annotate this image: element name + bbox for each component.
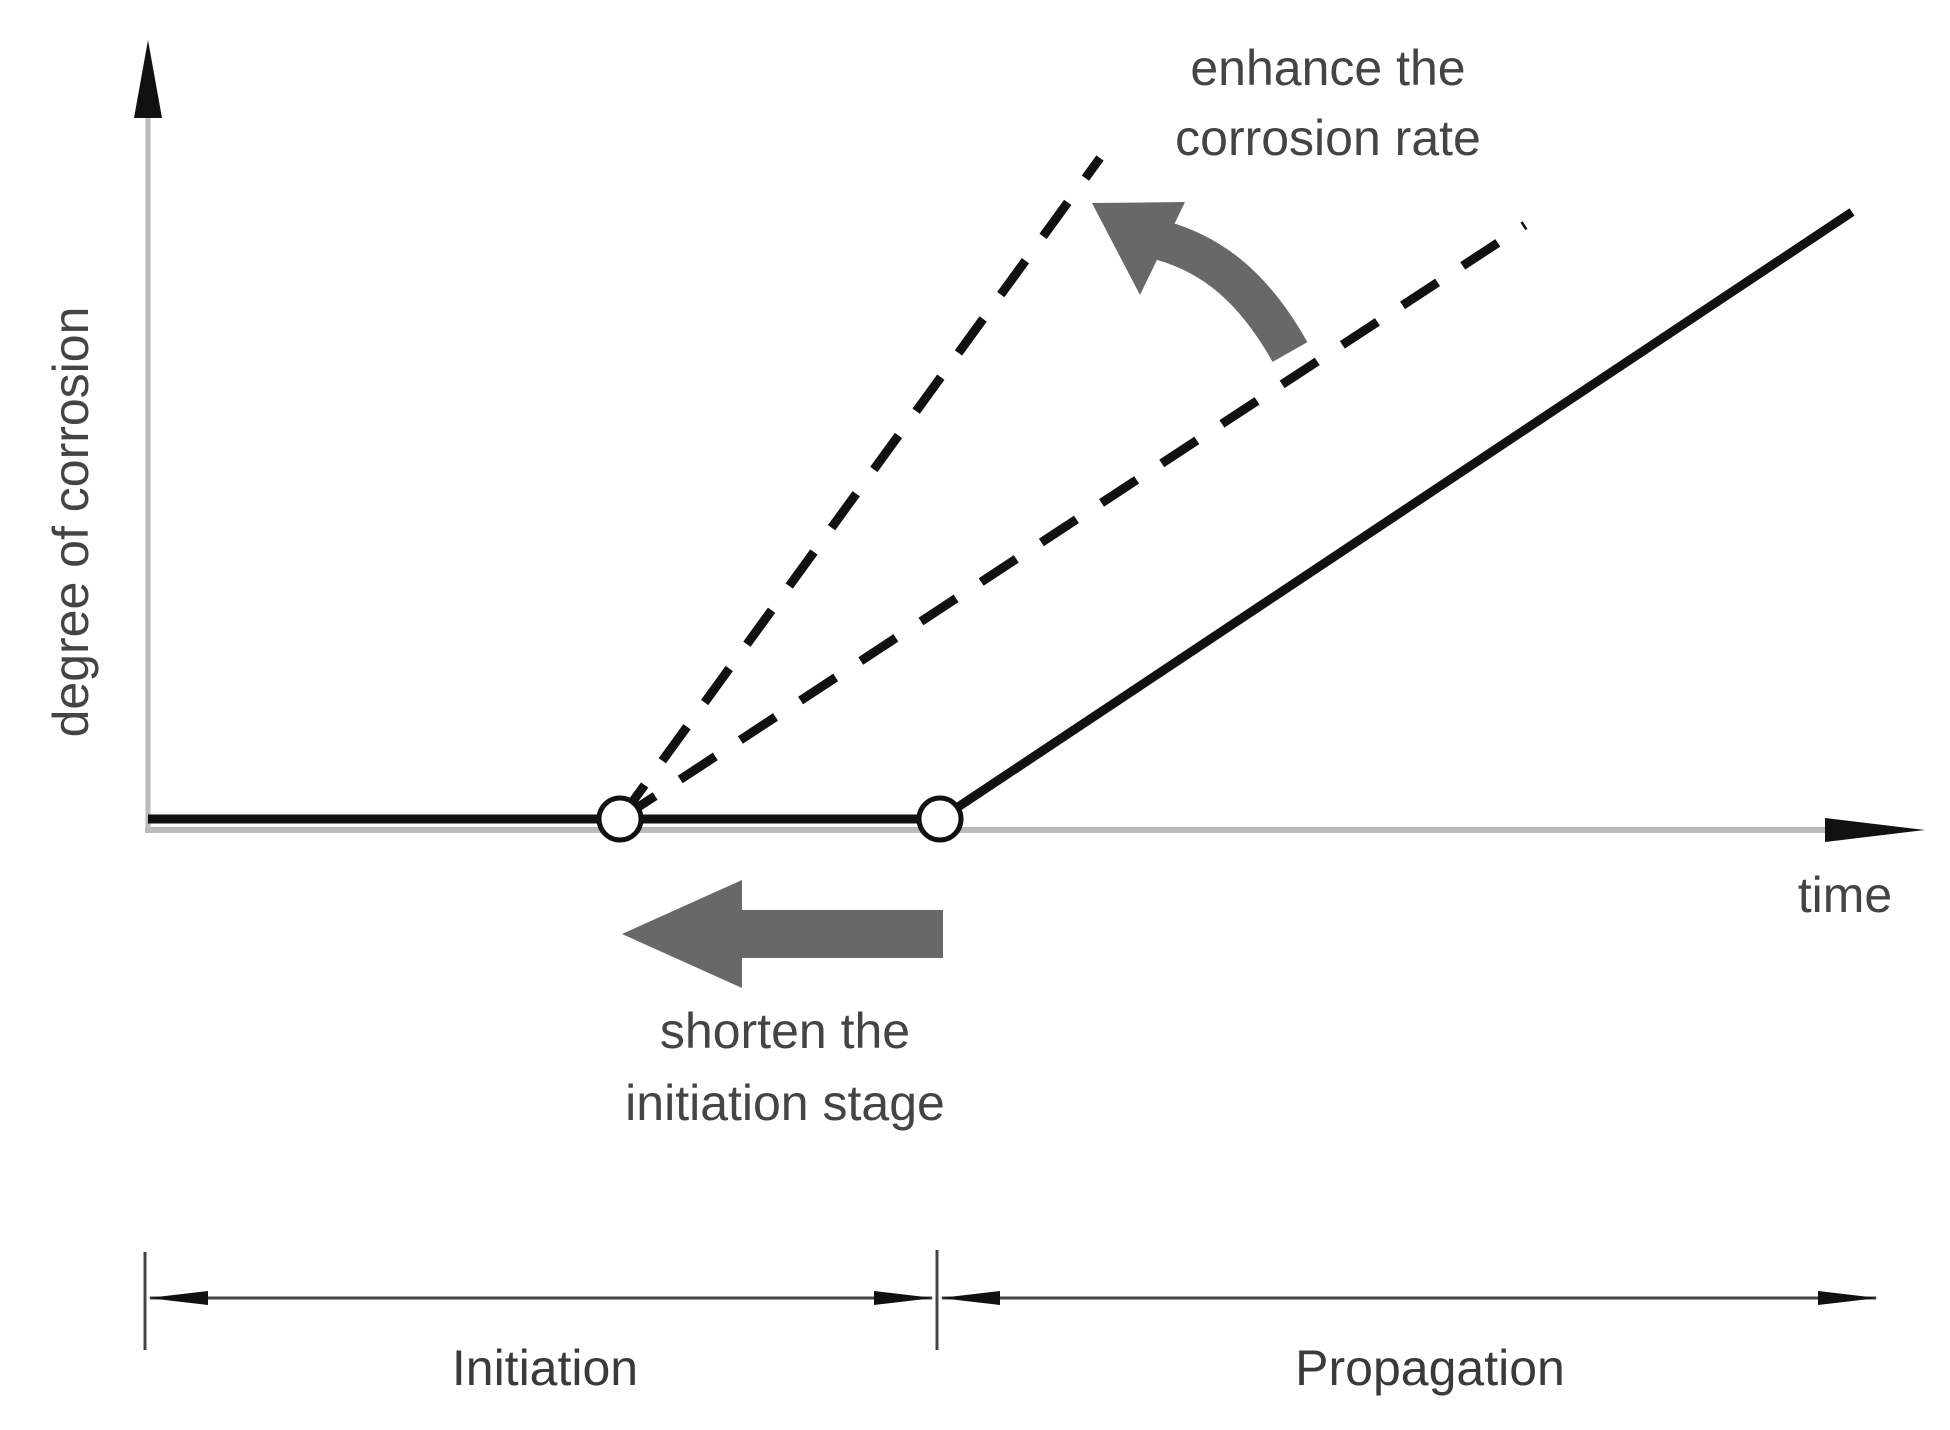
propagation-line xyxy=(937,208,1855,823)
stage-label-propagation: Propagation xyxy=(1295,1340,1565,1396)
x-axis-arrowhead xyxy=(1825,818,1925,842)
initiation-annotation-line1: shorten the xyxy=(660,1003,910,1059)
left-arrow-icon xyxy=(622,880,943,988)
y-axis-arrowhead xyxy=(134,40,162,118)
y-axis xyxy=(134,40,162,832)
initiation-annotation-line2: initiation stage xyxy=(625,1075,945,1131)
curved-arrow-icon xyxy=(1092,202,1308,362)
early-transition-point xyxy=(596,795,644,843)
stage-dimension-lines xyxy=(143,1250,1878,1350)
dashed-shallow-line xyxy=(617,221,1528,823)
transition-point xyxy=(916,795,964,843)
stage-label-initiation: Initiation xyxy=(452,1340,638,1396)
rate-annotation-line1: enhance the xyxy=(1190,40,1465,96)
x-axis-label: time xyxy=(1798,867,1892,923)
y-axis-label: degree of corrosion xyxy=(43,307,99,738)
dashed-steep-line xyxy=(616,155,1104,822)
x-axis xyxy=(145,818,1925,842)
rate-annotation-line2: corrosion rate xyxy=(1175,110,1481,166)
